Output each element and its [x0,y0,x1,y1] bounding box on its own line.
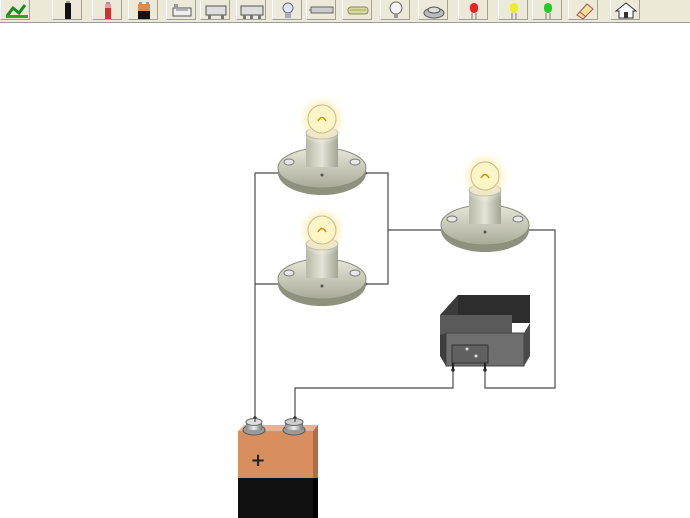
wires [254,172,556,438]
battery-9v[interactable] [238,418,318,518]
buzzer-icon [423,6,445,19]
led-green-icon [544,3,552,19]
wire-bottom-left-out [365,230,389,285]
battery-9v-tool-button[interactable] [128,0,158,20]
led-red-icon [470,3,478,19]
cell-red-icon [105,2,111,19]
battery-plus-label: + [250,450,265,471]
cell-black-icon [65,1,71,19]
resistor-icon [309,6,334,14]
double-relay-tool-button[interactable] [236,0,266,20]
led-yellow-icon [510,3,518,19]
buzzer-tool-button[interactable] [418,0,448,20]
wire-switch-to-battery [294,370,454,438]
bulb-bottom-left[interactable] [277,204,367,306]
bulb-top-left[interactable] [277,93,367,195]
toolbar [0,0,690,23]
relay-icon [205,5,227,19]
lamp-holder-tool-button[interactable] [380,0,410,20]
eraser-icon [576,3,594,20]
black-cell-tool-button[interactable] [52,0,82,20]
switch-tool-button[interactable] [166,0,196,20]
yellow-led-tool-button[interactable] [498,0,528,20]
red-led-tool-button[interactable] [458,0,488,20]
home-icon [614,2,638,19]
green-led-tool-button[interactable] [532,0,562,20]
red-cell-tool-button[interactable] [92,0,122,20]
switch-icon [172,4,192,17]
eraser-tool-button[interactable] [568,0,598,20]
relay-tool-button[interactable] [200,0,230,20]
circuit-canvas[interactable]: + [0,23,690,518]
rocker-switch[interactable] [440,295,530,370]
fuse-icon [347,6,369,15]
resistor-tool-button[interactable] [306,0,336,20]
fuse-tool-button[interactable] [342,0,372,20]
home-tool-button[interactable] [610,0,640,20]
wire-top-left-out [365,172,389,230]
wire-icon [5,4,28,18]
battery-icon [138,2,150,19]
bulb-right[interactable] [440,150,530,252]
bulb-icon [282,2,294,18]
double-relay-icon [240,5,264,19]
lamp-holder-icon [389,1,403,18]
wire-tool-button[interactable] [0,0,30,20]
bulb-tool-button[interactable] [272,0,302,20]
wire-right-bulb-out [484,229,556,389]
